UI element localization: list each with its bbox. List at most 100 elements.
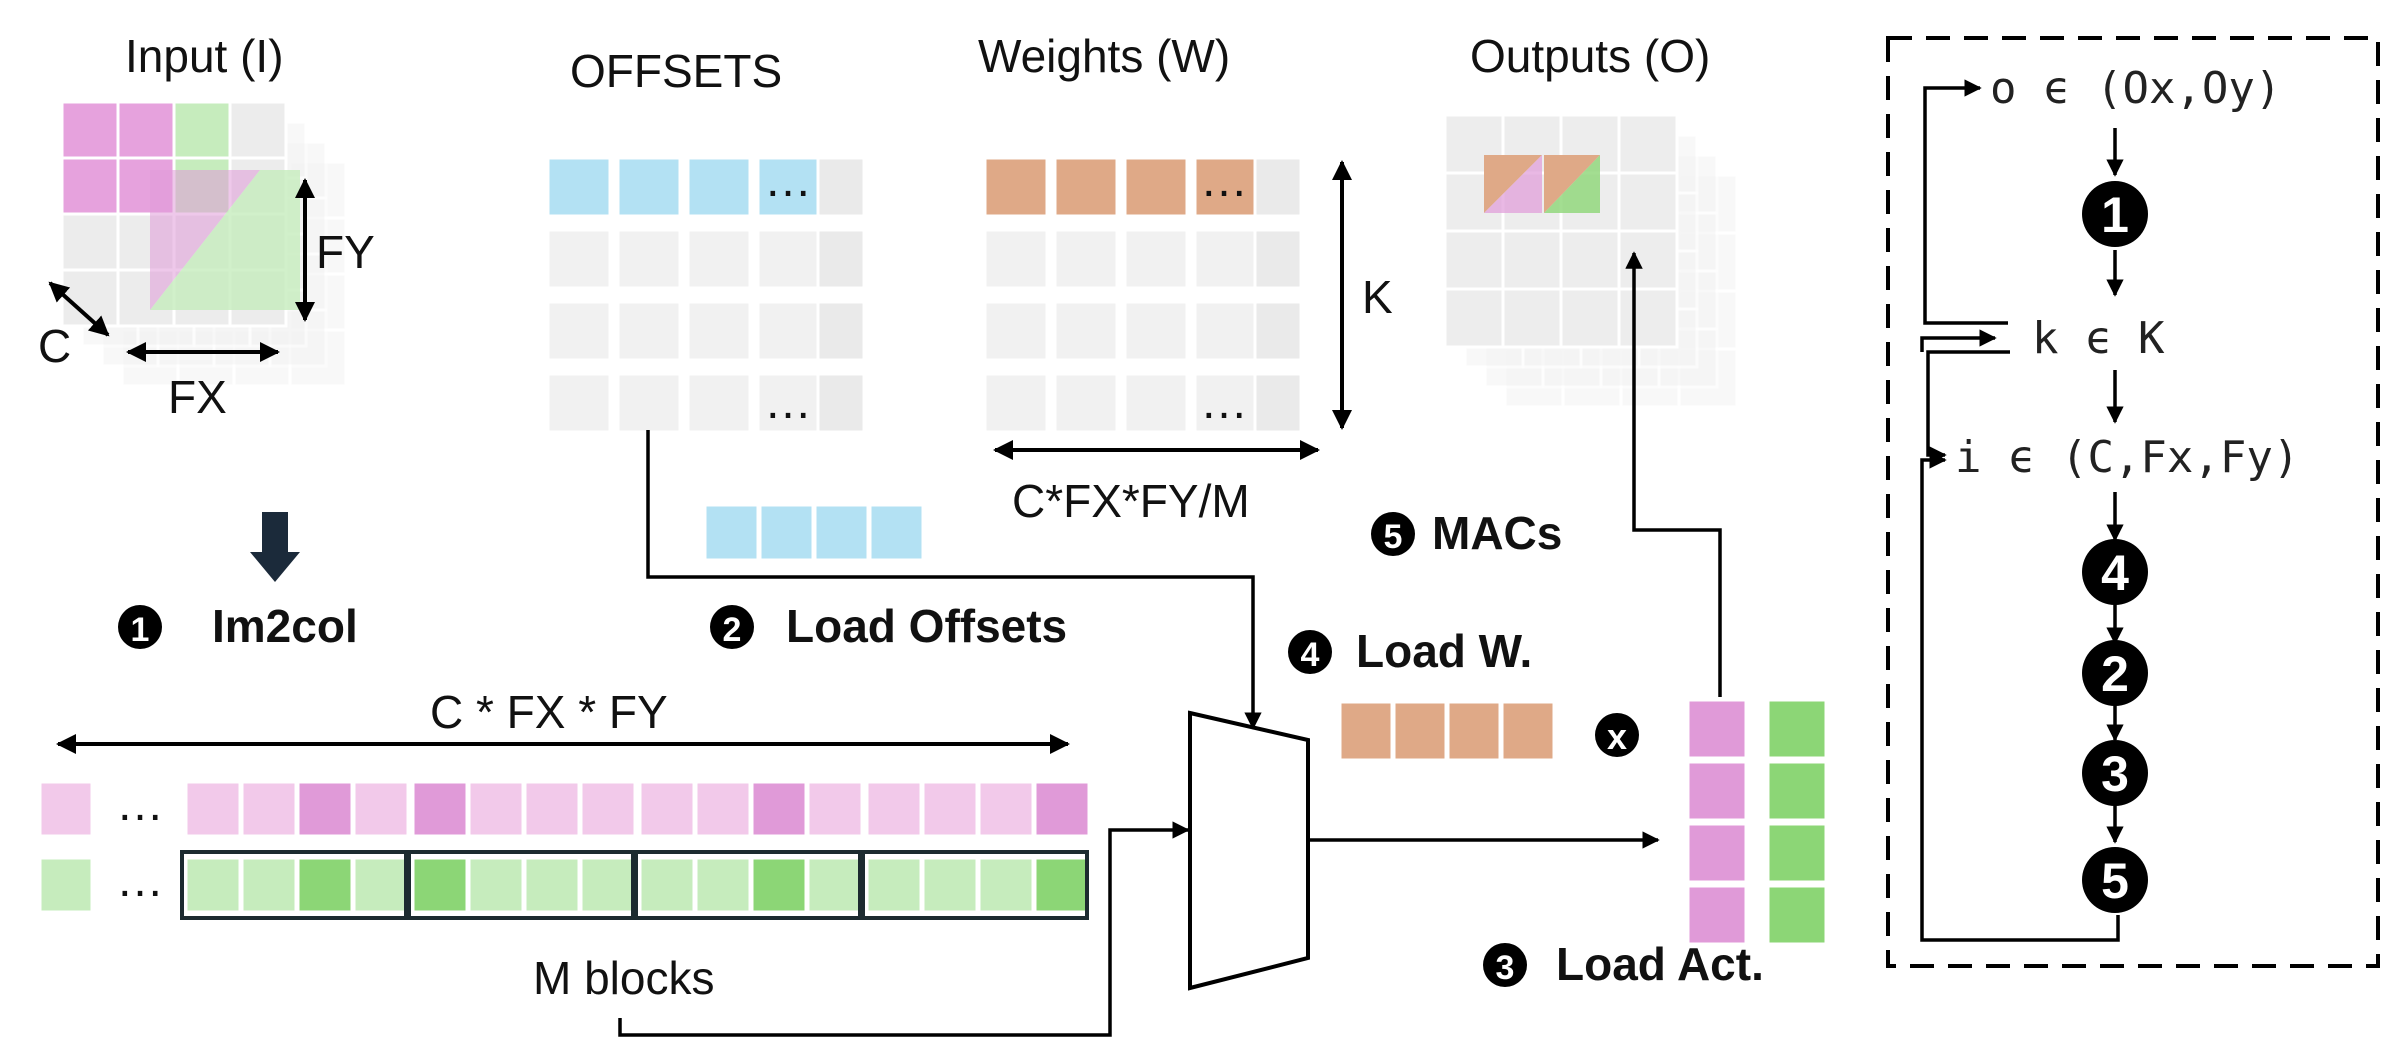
offset-cell — [816, 156, 866, 218]
input-cell — [172, 100, 232, 160]
output-cell — [1617, 287, 1679, 349]
svg-text:4: 4 — [1301, 636, 1320, 674]
loaded-weight-cell — [1392, 700, 1448, 762]
svg-text:Load Offsets: Load Offsets — [786, 600, 1067, 652]
output-act-part — [1484, 155, 1542, 213]
svg-text:5: 5 — [2101, 853, 2129, 909]
loop-step-3: 3 — [2082, 740, 2148, 806]
output-act-part — [1544, 155, 1600, 213]
offsets-title: OFFSETS — [570, 45, 782, 97]
weight-cell — [1123, 228, 1189, 290]
im2col-pink-cell — [694, 780, 752, 838]
loop-step-4: 4 — [2082, 539, 2148, 605]
im2col-green-cell — [296, 856, 354, 914]
svg-text:Load Act.: Load Act. — [1556, 938, 1764, 990]
im2col-pink-cell — [184, 780, 242, 838]
input-window-green — [150, 170, 300, 310]
weight-cell — [983, 372, 1049, 434]
loaded-weight-cell — [1500, 700, 1556, 762]
weights-ellipsis-top: … — [1200, 154, 1248, 207]
svg-text:Load W.: Load W. — [1356, 625, 1532, 677]
input-cell — [60, 156, 120, 216]
im2col-pink-cell — [467, 780, 525, 838]
loaded-act-cell — [1686, 822, 1748, 884]
im2col-pink-cell — [977, 780, 1035, 838]
input-cell — [60, 100, 120, 160]
offset-cell — [616, 228, 682, 290]
k-loop-label: k ϵ K — [2032, 313, 2165, 364]
o-loop-label: o ϵ (Ox,Oy) — [1990, 63, 2281, 114]
output-cell — [1617, 229, 1679, 291]
svg-text:2: 2 — [2101, 646, 2129, 702]
weight-cell — [1253, 228, 1303, 290]
im2col-green-cell — [467, 856, 525, 914]
m-block-outline — [180, 850, 408, 920]
im2col-green-cell — [1033, 856, 1091, 914]
fx-label: FX — [168, 371, 227, 423]
loaded-act-cell — [1766, 760, 1828, 822]
im2col-green-cell — [921, 856, 979, 914]
step-im2col: 1 Im2col — [118, 600, 358, 652]
weights-matrix: … … K C*FX*FY/M — [983, 154, 1393, 527]
loaded-weight-cell — [1338, 700, 1394, 762]
output-cell — [1443, 229, 1505, 291]
loaded-offset-cell — [813, 503, 870, 562]
step-load-act: 3 Load Act. — [1483, 938, 1764, 990]
im2col-pink-cell — [579, 780, 637, 838]
offset-cell — [756, 300, 822, 362]
im2col-green-cell — [694, 856, 752, 914]
input-tensor: FY FX C — [38, 100, 375, 423]
im2col-width-label: C * FX * FY — [430, 686, 668, 738]
weight-cell — [1053, 300, 1119, 362]
weight-cell — [1253, 300, 1303, 362]
loaded-activations — [1686, 698, 1828, 946]
offset-cell — [546, 156, 612, 218]
offsets-matrix: … … — [546, 154, 866, 434]
loaded-weight-cell — [1446, 700, 1502, 762]
loaded-offsets-row — [703, 503, 925, 562]
loaded-weights-row — [1338, 700, 1556, 762]
weights-title: Weights (W) — [978, 30, 1230, 82]
fy-label: FY — [316, 226, 375, 278]
loaded-offset-cell — [758, 503, 815, 562]
weight-cell — [1053, 228, 1119, 290]
im2col-green-cell — [352, 856, 410, 914]
loop-step-1: 1 — [2082, 181, 2148, 247]
multiply-symbol: x — [1595, 713, 1639, 757]
svg-text:Im2col: Im2col — [212, 600, 358, 652]
svg-text:5: 5 — [1384, 518, 1403, 556]
c-label: C — [38, 320, 71, 372]
im2col-ellipsis-green: … — [116, 854, 164, 907]
im2col-green-cell — [806, 856, 864, 914]
svg-text:3: 3 — [2101, 746, 2129, 802]
k-label: K — [1362, 271, 1393, 323]
loaded-act-cell — [1766, 822, 1828, 884]
loaded-offset-cell — [868, 503, 925, 562]
im2col-pink-cell — [865, 780, 923, 838]
im2col-green-cell — [750, 856, 808, 914]
offset-cell — [616, 300, 682, 362]
input-cell — [116, 100, 176, 160]
offset-cell — [686, 300, 752, 362]
im2col-matrix: C * FX * FY … … M blocks — [38, 686, 1091, 1004]
weight-cell — [983, 300, 1049, 362]
outputs-tensor — [1443, 113, 1739, 409]
offset-cell — [616, 156, 682, 218]
loaded-offset-cell — [703, 503, 760, 562]
im2col-pink-cell — [296, 780, 354, 838]
offsets-ellipsis-top: … — [764, 154, 812, 207]
im2col-pink-cell — [921, 780, 979, 838]
weight-cell — [1193, 228, 1259, 290]
step-macs: 5 MACs — [1371, 507, 1562, 559]
loaded-act-cell — [1766, 884, 1828, 946]
im2col-pink-cell — [38, 780, 94, 838]
offset-cell — [686, 372, 752, 434]
im2col-pink-cell — [352, 780, 410, 838]
weight-cell — [1193, 300, 1259, 362]
loop-nest-panel: o ϵ (Ox,Oy) k ϵ K i ϵ (C,Fx,Fy) 1 4 2 — [1886, 36, 2380, 968]
offset-cell — [756, 372, 822, 434]
im2col-ellipsis-pink: … — [116, 778, 164, 831]
outputs-title: Outputs (O) — [1470, 30, 1710, 82]
offset-cell — [816, 228, 866, 290]
